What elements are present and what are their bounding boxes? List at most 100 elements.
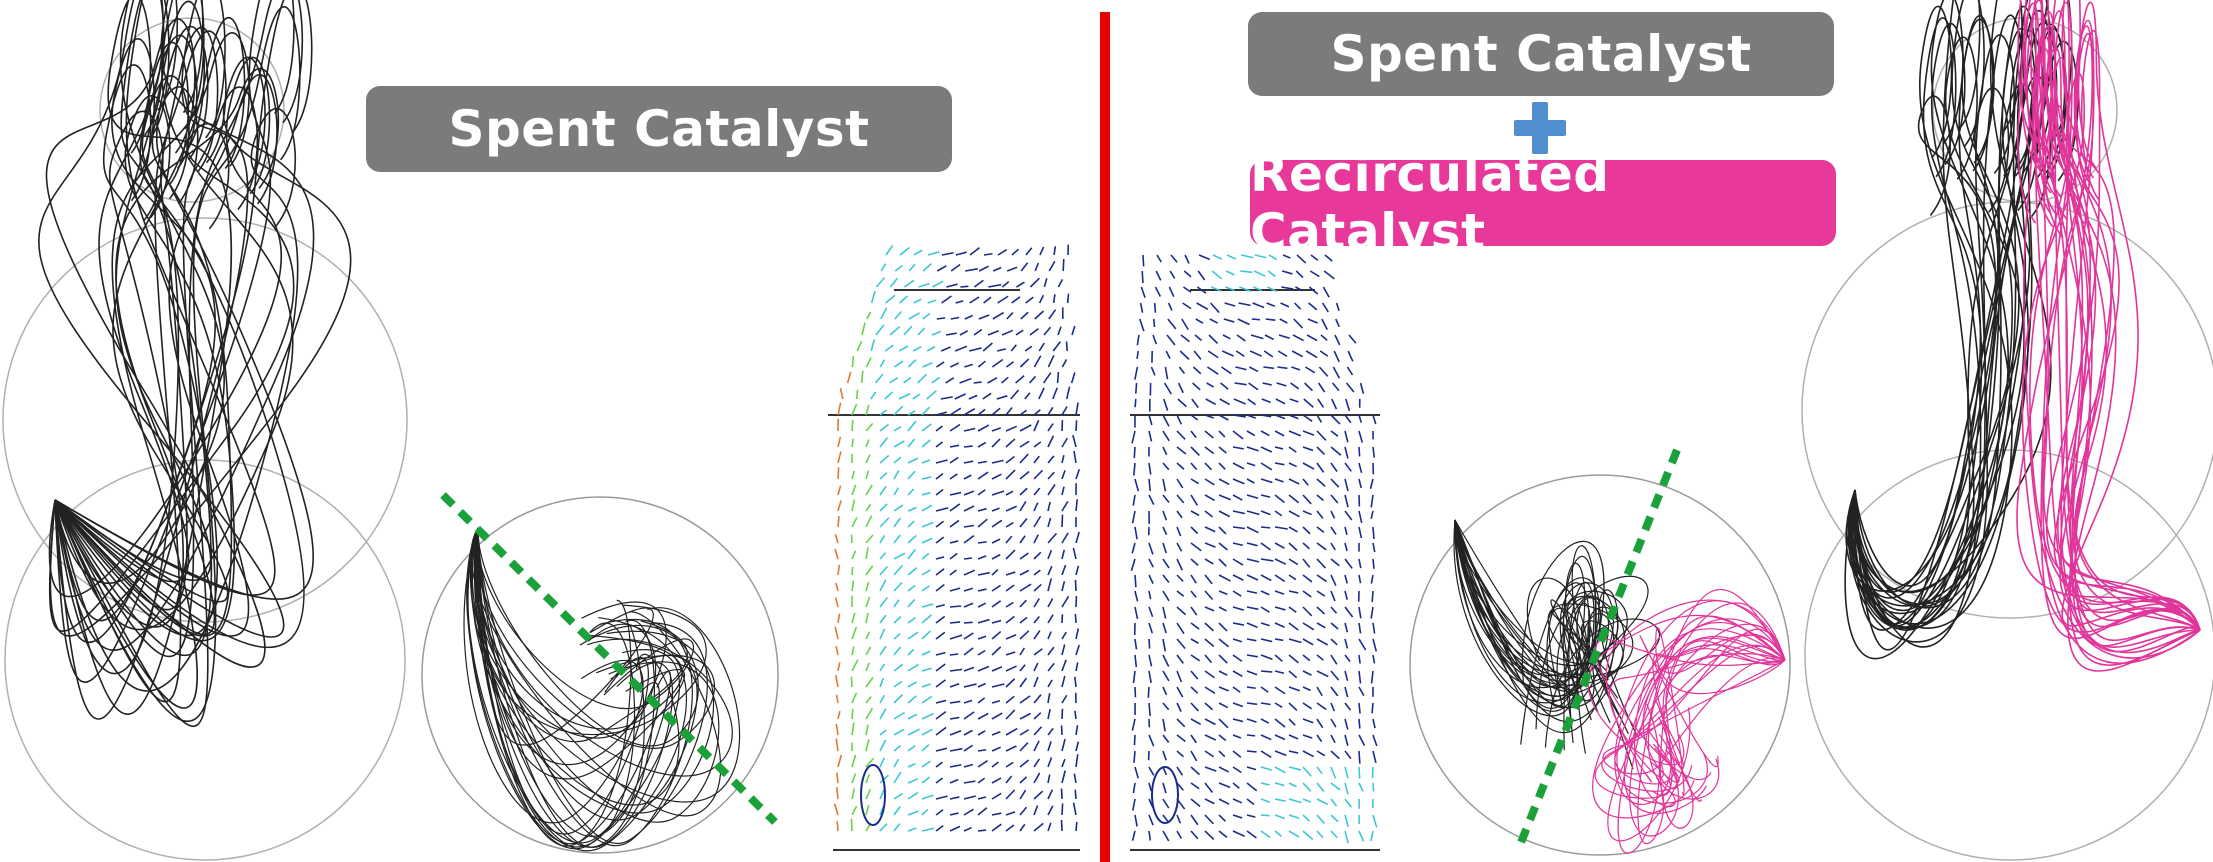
velocity-vector bbox=[1274, 494, 1285, 504]
velocity-vector bbox=[1232, 510, 1245, 515]
velocity-vector bbox=[893, 633, 901, 640]
velocity-vector bbox=[1033, 502, 1039, 512]
velocity-vector bbox=[959, 377, 972, 384]
velocity-vector bbox=[1060, 819, 1063, 832]
velocity-vector bbox=[1166, 334, 1176, 346]
velocity-vector bbox=[1232, 782, 1240, 789]
velocity-vector bbox=[865, 534, 874, 544]
velocity-vector bbox=[893, 599, 900, 608]
velocity-vector bbox=[1163, 398, 1169, 411]
velocity-vector bbox=[1133, 750, 1136, 763]
velocity-vector bbox=[1358, 638, 1367, 651]
velocity-vector bbox=[1246, 670, 1258, 676]
velocity-vector bbox=[1330, 766, 1337, 779]
velocity-vector bbox=[1237, 318, 1250, 326]
velocity-vector bbox=[1190, 558, 1199, 566]
velocity-vector bbox=[1019, 729, 1030, 736]
velocity-vector bbox=[1019, 695, 1031, 704]
velocity-vector bbox=[1288, 622, 1299, 631]
velocity-vector bbox=[1033, 712, 1042, 720]
velocity-vector bbox=[879, 806, 885, 816]
velocity-vector bbox=[982, 392, 992, 400]
velocity-vector bbox=[1218, 766, 1229, 773]
velocity-vector bbox=[1316, 814, 1326, 825]
velocity-vector bbox=[978, 265, 989, 272]
velocity-vector bbox=[1302, 494, 1312, 505]
velocity-vector bbox=[1047, 662, 1055, 672]
velocity-vector bbox=[1019, 742, 1029, 752]
velocity-vector bbox=[977, 424, 990, 432]
velocity-vector bbox=[1070, 372, 1076, 384]
velocity-vector bbox=[1047, 578, 1053, 592]
streamline bbox=[54, 0, 313, 643]
velocity-vector bbox=[977, 759, 989, 768]
velocity-vector bbox=[1232, 430, 1244, 440]
velocity-vector bbox=[921, 491, 931, 496]
velocity-vector bbox=[1029, 327, 1039, 336]
velocity-vector bbox=[1290, 382, 1300, 390]
streamline bbox=[54, 0, 212, 582]
velocity-vector bbox=[846, 371, 852, 384]
velocity-vector bbox=[1072, 547, 1077, 560]
velocity-vector bbox=[1148, 494, 1155, 506]
velocity-vector bbox=[907, 488, 915, 496]
velocity-vector bbox=[1275, 398, 1286, 405]
velocity-vector bbox=[1306, 334, 1318, 342]
velocity-vector bbox=[963, 683, 977, 688]
velocity-vector bbox=[1162, 510, 1168, 521]
velocity-vector bbox=[1176, 670, 1183, 683]
velocity-vector bbox=[992, 266, 1002, 272]
velocity-vector bbox=[1344, 510, 1353, 521]
velocity-vector bbox=[851, 420, 854, 432]
velocity-vector bbox=[982, 342, 993, 352]
velocity-vector bbox=[1162, 670, 1170, 682]
velocity-vector bbox=[963, 587, 974, 592]
velocity-vector bbox=[932, 280, 944, 288]
velocity-vector bbox=[1224, 302, 1236, 307]
velocity-vector bbox=[927, 251, 940, 256]
velocity-vector bbox=[921, 439, 931, 448]
velocity-vector bbox=[1254, 254, 1267, 259]
cross-streamline bbox=[1454, 519, 1615, 754]
velocity-vector bbox=[1204, 462, 1213, 471]
streamline bbox=[54, 25, 315, 600]
velocity-vector bbox=[1316, 606, 1326, 615]
velocity-vector bbox=[1330, 494, 1339, 504]
velocity-vector bbox=[1330, 478, 1340, 488]
streamline bbox=[54, 6, 301, 723]
velocity-vector bbox=[839, 388, 844, 400]
cross-streamline bbox=[477, 527, 667, 766]
velocity-vector bbox=[1322, 286, 1330, 298]
velocity-vector bbox=[1288, 782, 1297, 788]
velocity-vector bbox=[851, 470, 856, 480]
velocity-vector bbox=[1291, 350, 1304, 358]
cross-streamline-pink bbox=[1662, 602, 1786, 769]
velocity-vector bbox=[991, 438, 1001, 448]
cross-streamline-pink bbox=[1608, 653, 1786, 778]
velocity-vector bbox=[865, 631, 871, 640]
velocity-vector bbox=[1019, 470, 1030, 480]
velocity-vector bbox=[1358, 766, 1361, 779]
velocity-vector bbox=[1372, 414, 1377, 425]
cross-streamline bbox=[1454, 519, 1595, 744]
velocity-vector bbox=[1047, 354, 1055, 368]
velocity-vector bbox=[1148, 430, 1153, 442]
velocity-vector bbox=[1190, 670, 1199, 680]
velocity-vector bbox=[1074, 710, 1077, 720]
velocity-vector bbox=[1020, 311, 1029, 320]
velocity-vector bbox=[1190, 494, 1199, 506]
velocity-vector bbox=[907, 745, 916, 752]
velocity-vector bbox=[1232, 526, 1245, 530]
velocity-vector bbox=[1190, 430, 1197, 439]
velocity-vector bbox=[1047, 757, 1053, 768]
velocity-vector bbox=[1288, 654, 1300, 664]
velocity-vector bbox=[1246, 558, 1260, 563]
cross-streamline-pink bbox=[1607, 654, 1786, 842]
velocity-vector bbox=[1218, 574, 1231, 582]
velocity-vector bbox=[1192, 366, 1202, 375]
cross-streamline-pink bbox=[1595, 638, 1786, 781]
velocity-vector bbox=[1344, 686, 1349, 698]
velocity-vector bbox=[1047, 822, 1052, 832]
velocity-vector bbox=[1005, 745, 1017, 752]
velocity-vector bbox=[1019, 789, 1027, 800]
